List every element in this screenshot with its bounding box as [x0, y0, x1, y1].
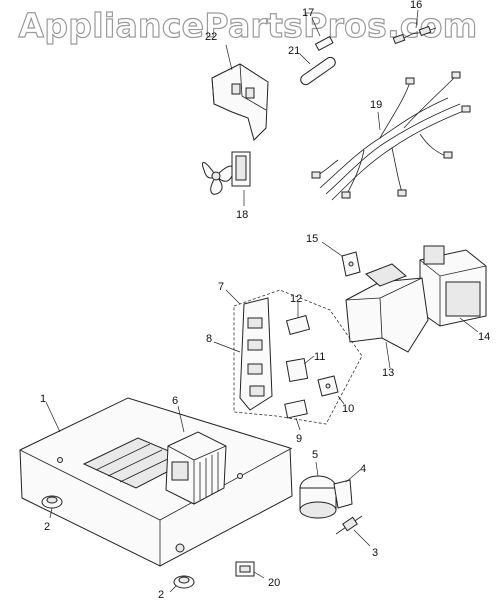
callout-12: 12: [290, 293, 302, 305]
callout-16: 16: [410, 0, 422, 11]
part-4-capacitor-bracket: [333, 469, 361, 509]
part-2-foot-a: [41, 495, 63, 519]
callout-5: 5: [312, 449, 318, 461]
part-1-base-plate: [19, 397, 293, 567]
callout-14: 14: [478, 331, 490, 343]
part-20-terminal: [235, 561, 265, 579]
part-6-magnetron: [165, 405, 227, 505]
callout-2-b: 2: [158, 589, 164, 600]
callout-3: 3: [372, 547, 378, 559]
part-15-bracket: [321, 241, 361, 277]
callout-1: 1: [40, 393, 46, 405]
callout-11: 11: [314, 351, 325, 363]
callout-21: 21: [288, 45, 300, 57]
callout-7: 7: [218, 281, 224, 293]
callout-15: 15: [306, 233, 318, 245]
part-19-wire-harness: [311, 71, 471, 201]
part-22-fan-bracket: [211, 44, 269, 141]
part-3-diode: [335, 515, 371, 547]
part-14-transformer: [419, 245, 487, 333]
part-17-fuse: [311, 17, 334, 51]
part-9-switch: [284, 399, 308, 431]
part-10-switch-actuator: [317, 375, 345, 405]
part-8-latch-lever: [213, 341, 241, 353]
part-7-latch-board: [225, 289, 363, 425]
callout-18: 18: [236, 209, 248, 221]
part-16-connector: [392, 9, 437, 45]
part-11-switch: [285, 355, 315, 382]
part-12-switch: [285, 302, 311, 335]
part-5-capacitor: [299, 461, 337, 519]
callout-20: 20: [268, 577, 280, 589]
callout-17: 17: [302, 7, 314, 19]
callout-13: 13: [382, 367, 394, 379]
part-21-fuse-holder: [299, 53, 336, 86]
callout-8: 8: [206, 333, 212, 345]
callout-4: 4: [360, 463, 366, 475]
part-2-foot-b: [169, 575, 195, 593]
callout-2-a: 2: [44, 521, 50, 533]
callout-10: 10: [342, 403, 354, 415]
callout-19: 19: [370, 99, 382, 111]
part-18-fan-motor: [202, 151, 251, 206]
callout-22: 22: [205, 31, 217, 43]
callout-6: 6: [172, 395, 178, 407]
part-13-air-guide: [345, 263, 429, 369]
callout-9: 9: [296, 433, 302, 445]
